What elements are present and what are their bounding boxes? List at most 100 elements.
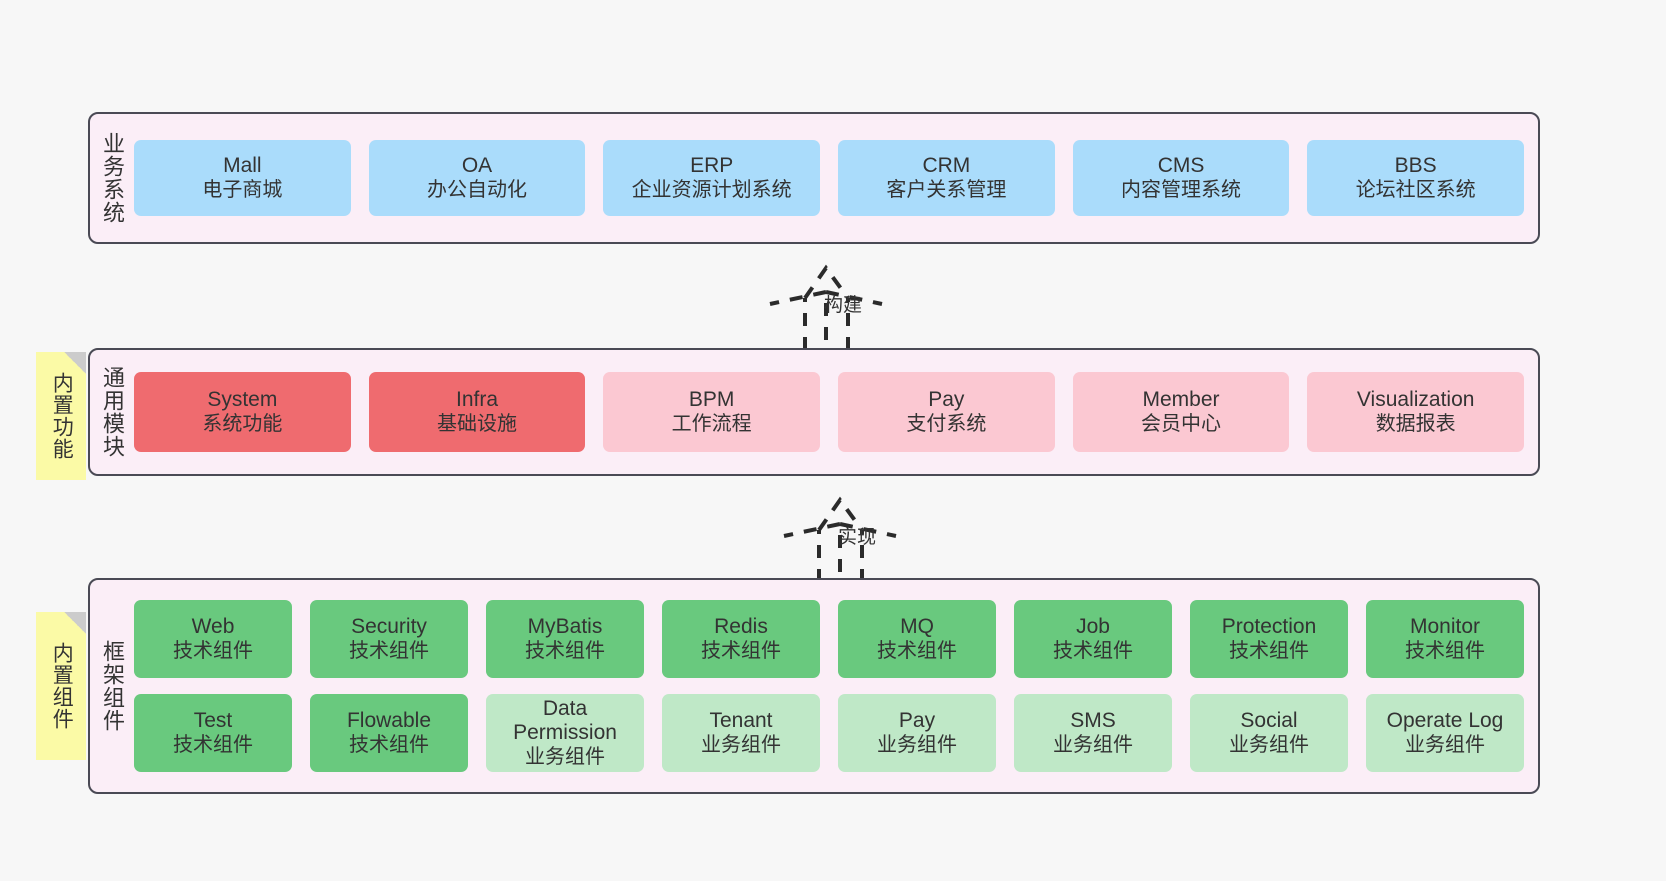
- business-system-card-title: CMS: [1157, 154, 1205, 178]
- note-builtin-component-label: 内置组件: [50, 642, 74, 730]
- framework-component-card-title: Social: [1240, 709, 1298, 733]
- framework-component-card-subtitle: 技术组件: [1053, 639, 1133, 662]
- connector-build-label: 构建: [824, 295, 863, 316]
- business-system-layer-label: 业务系统: [99, 132, 125, 224]
- common-module-card-subtitle: 会员中心: [1141, 412, 1222, 435]
- business-system-card-title: Mall: [223, 154, 262, 178]
- common-module-card-title: System: [207, 388, 278, 412]
- framework-component-card-subtitle: 业务组件: [525, 745, 605, 768]
- framework-component-card-title: Monitor: [1409, 615, 1481, 639]
- framework-component-card-title: MyBatis: [527, 615, 603, 639]
- common-module-card-title: Member: [1142, 388, 1220, 412]
- framework-component-card-title: MQ: [900, 615, 934, 639]
- note-builtin-feature: 内置功能: [36, 352, 86, 480]
- framework-component-card-subtitle: 业务组件: [877, 733, 957, 756]
- framework-component-card-subtitle: 业务组件: [1405, 733, 1485, 756]
- framework-component-card-title: Job: [1076, 615, 1110, 639]
- business-system-card-subtitle: 内容管理系统: [1121, 178, 1242, 201]
- business-system-card-subtitle: 客户关系管理: [886, 178, 1007, 201]
- common-module-card-title: Pay: [928, 388, 965, 412]
- framework-component-card-title: Protection: [1221, 615, 1317, 639]
- common-module-card-subtitle: 支付系统: [906, 412, 987, 435]
- business-system-card-subtitle: 企业资源计划系统: [631, 178, 792, 201]
- framework-component-card-subtitle: 技术组件: [173, 733, 253, 756]
- framework-component-card-title: Data Permission: [513, 697, 617, 744]
- common-module-card-subtitle: 数据报表: [1375, 412, 1456, 435]
- framework-component-layer-label: 框架组件: [99, 640, 125, 732]
- framework-component-card-title: Tenant: [709, 709, 773, 733]
- common-module-card-title: Visualization: [1356, 388, 1475, 412]
- framework-component-card-subtitle: 技术组件: [1405, 639, 1485, 662]
- framework-component-card-title: Operate Log: [1386, 709, 1504, 733]
- framework-component-card-title: Test: [193, 709, 233, 733]
- framework-component-card-subtitle: 技术组件: [173, 639, 253, 662]
- framework-component-card-subtitle: 技术组件: [349, 733, 429, 756]
- framework-component-card-title: SMS: [1070, 709, 1116, 733]
- framework-component-card-title: Security: [351, 615, 427, 639]
- business-system-card-title: ERP: [690, 154, 734, 178]
- business-system-card-subtitle: 电子商城: [202, 178, 283, 201]
- business-system-card-subtitle: 办公自动化: [427, 178, 527, 201]
- framework-component-card-title: Web: [191, 615, 235, 639]
- connector-build: 构建: [758, 258, 908, 352]
- framework-component-card-subtitle: 业务组件: [701, 733, 781, 756]
- framework-component-card-subtitle: 技术组件: [1229, 639, 1309, 662]
- common-module-card-subtitle: 基础设施: [437, 412, 517, 435]
- note-builtin-feature-label: 内置功能: [50, 372, 74, 460]
- framework-component-card-subtitle: 技术组件: [701, 639, 781, 662]
- framework-component-card-title: Pay: [898, 709, 936, 733]
- note-fold-corner-icon: [64, 352, 86, 374]
- framework-component-card-title: Redis: [714, 615, 768, 639]
- business-system-card-subtitle: 论坛社区系统: [1355, 178, 1476, 201]
- framework-component-card-subtitle: 业务组件: [1229, 733, 1309, 756]
- note-fold-corner-icon: [64, 612, 86, 634]
- common-module-layer-label: 通用模块: [99, 366, 125, 458]
- connector-implement: 实现: [772, 490, 922, 584]
- connector-implement-label: 实现: [838, 527, 877, 548]
- common-module-card-title: BPM: [688, 388, 735, 412]
- framework-component-card-title: Flowable: [346, 709, 432, 733]
- framework-component-card-subtitle: 业务组件: [1053, 733, 1133, 756]
- common-module-card-subtitle: 工作流程: [671, 412, 752, 435]
- business-system-card-title: BBS: [1394, 154, 1437, 178]
